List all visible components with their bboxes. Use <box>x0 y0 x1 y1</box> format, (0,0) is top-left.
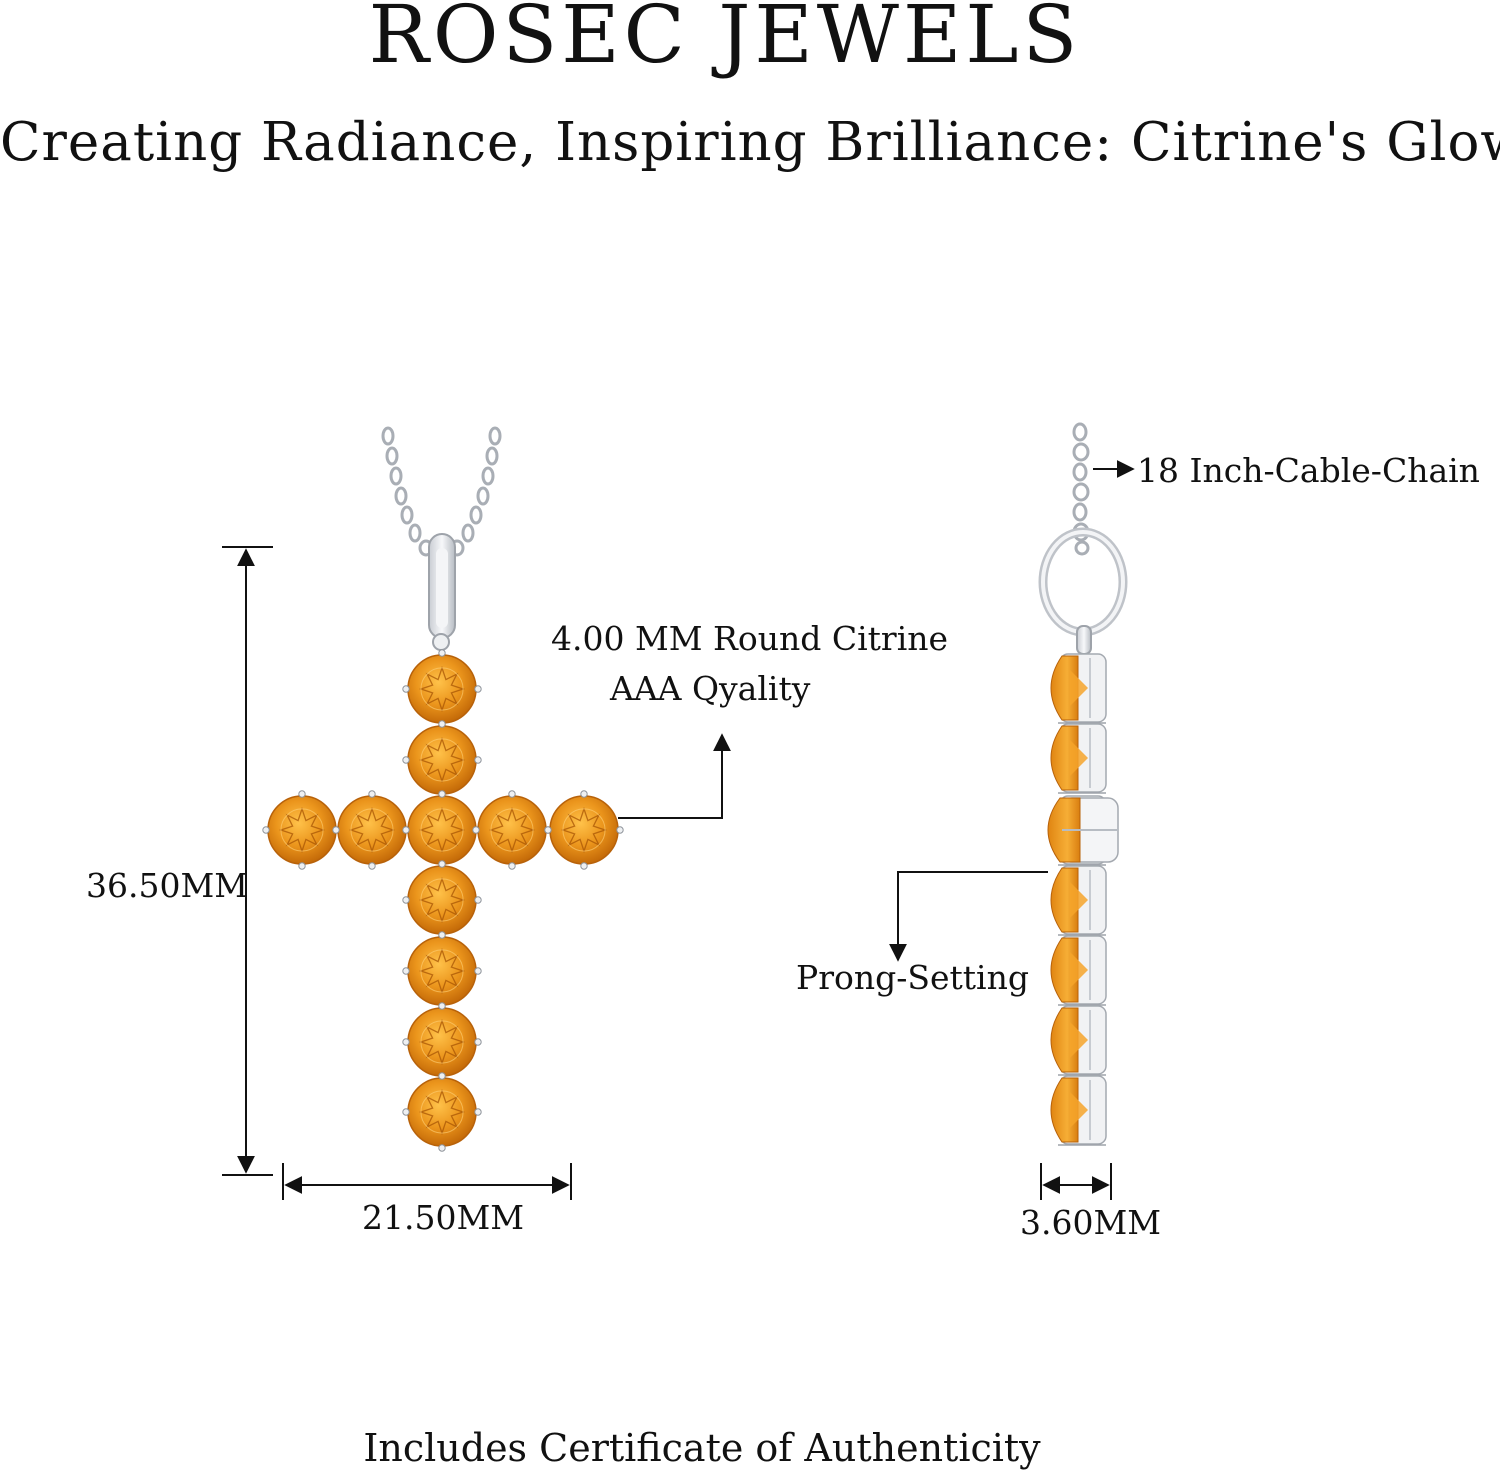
citrine-gem <box>402 931 482 1011</box>
citrine-gem <box>262 790 342 870</box>
stone-size-label: 4.00 MM Round Citrine <box>551 619 949 658</box>
side-citrine-gem <box>1050 935 1107 1006</box>
citrine-gem <box>402 720 482 800</box>
citrine-gem <box>402 1072 482 1152</box>
side-bail <box>1038 527 1128 655</box>
citrine-gem <box>402 649 482 729</box>
cross-gemstones <box>262 649 624 1152</box>
side-gemstones <box>1047 653 1119 1146</box>
height-dimension <box>222 546 273 1176</box>
citrine-gem <box>402 790 482 870</box>
chain-label: 18 Inch-Cable-Chain <box>1137 451 1480 490</box>
side-citrine-gem <box>1050 653 1107 724</box>
citrine-gem <box>402 860 482 940</box>
setting-callout-line <box>889 871 1048 962</box>
side-citrine-gem <box>1050 1075 1107 1146</box>
citrine-gem <box>544 790 624 870</box>
width-label: 21.50MM <box>362 1198 525 1237</box>
side-citrine-gem <box>1050 723 1107 794</box>
side-citrine-gem <box>1050 865 1107 936</box>
side-arm-gem <box>1047 797 1119 863</box>
front-chain <box>381 426 502 557</box>
width-dimension <box>282 1163 572 1200</box>
depth-dimension <box>1040 1163 1112 1200</box>
stone-callout-line <box>618 733 731 819</box>
tagline: Creating Radiance, Inspiring Brilliance:… <box>0 112 1500 173</box>
depth-label: 3.60MM <box>1020 1203 1162 1242</box>
front-bail <box>428 533 456 651</box>
citrine-gem <box>332 790 412 870</box>
certificate-note: Includes Certificate of Authenticity <box>363 1426 1041 1470</box>
stone-quality-label: AAA Qyality <box>610 669 811 708</box>
brand-title: ROSEC JEWELS <box>368 0 1082 81</box>
citrine-gem <box>402 1002 482 1082</box>
citrine-gem <box>472 790 552 870</box>
height-label: 36.50MM <box>86 866 249 905</box>
side-citrine-gem <box>1050 1005 1107 1076</box>
setting-label: Prong-Setting <box>796 958 1029 997</box>
